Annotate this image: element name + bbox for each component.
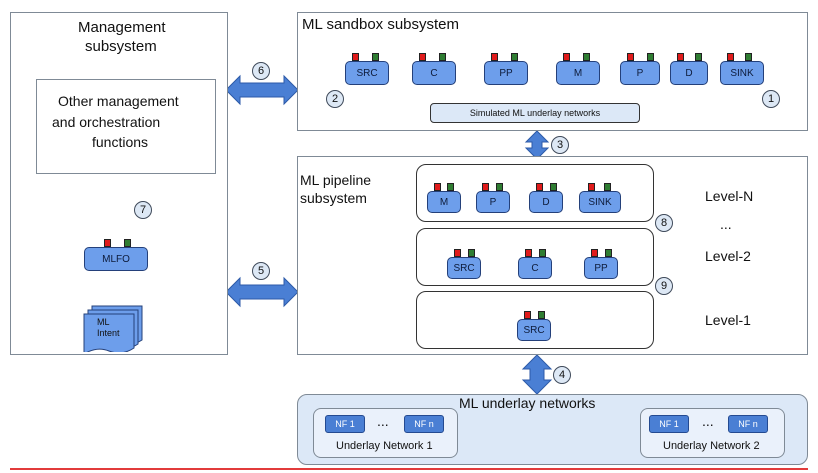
badge-8: 8 <box>655 214 673 232</box>
management-title-line2: subsystem <box>85 38 157 55</box>
level-n-d-pin-red <box>536 183 543 191</box>
badge-9: 9 <box>655 277 673 295</box>
double-arrow-6 <box>225 74 299 106</box>
management-title-line1: Management <box>78 19 166 36</box>
level-n-node-d: D <box>529 191 563 213</box>
level-1-node-src: SRC <box>517 319 551 341</box>
level-n-p-pin-green <box>496 183 503 191</box>
sandbox-d-pin-red <box>677 53 684 61</box>
other-management-line3: functions <box>92 134 149 150</box>
level-n-node-sink: SINK <box>579 191 621 213</box>
ml-intent-line1: ML <box>97 317 110 327</box>
badge-1: 1 <box>762 90 780 108</box>
mlfo-pin-red <box>104 239 111 247</box>
network1-dots: ... <box>377 413 389 429</box>
sandbox-m-pin-red <box>563 53 570 61</box>
sandbox-node-d: D <box>670 61 708 85</box>
badge-6: 6 <box>252 62 270 80</box>
double-arrow-4 <box>521 354 553 395</box>
mlfo-pin-green <box>124 239 131 247</box>
double-arrow-5 <box>225 276 299 308</box>
network1-nfn: NF n <box>404 415 444 433</box>
sandbox-node-src: SRC <box>345 61 389 85</box>
level-2-node-src: SRC <box>447 257 481 279</box>
sandbox-p-pin-red <box>627 53 634 61</box>
level-n-node-p: P <box>476 191 510 213</box>
network1-label: Underlay Network 1 <box>336 440 433 452</box>
level-1-src-pin-green <box>538 311 545 319</box>
sandbox-c-pin-green <box>439 53 446 61</box>
mlfo-node: MLFO <box>84 247 148 271</box>
badge-2: 2 <box>326 90 344 108</box>
badge-3: 3 <box>551 136 569 154</box>
sandbox-d-pin-green <box>695 53 702 61</box>
level-2-c-pin-green <box>539 249 546 257</box>
level-n-p-pin-red <box>482 183 489 191</box>
level-n-sink-pin-green <box>604 183 611 191</box>
badge-4: 4 <box>553 366 571 384</box>
level-n-m-pin-red <box>434 183 441 191</box>
pipeline-title-line2: subsystem <box>300 190 367 206</box>
ml-intent-line2: Intent <box>97 328 120 338</box>
sandbox-sink-pin-green <box>745 53 752 61</box>
sandbox-m-pin-green <box>583 53 590 61</box>
sandbox-pp-pin-red <box>491 53 498 61</box>
level-2-pp-pin-red <box>591 249 598 257</box>
sandbox-p-pin-green <box>647 53 654 61</box>
ml-intent-icon <box>83 305 143 352</box>
badge-5: 5 <box>252 262 270 280</box>
sandbox-node-p: P <box>620 61 660 85</box>
network2-nf1: NF 1 <box>649 415 689 433</box>
level-n-m-pin-green <box>447 183 454 191</box>
badge-7: 7 <box>134 201 152 219</box>
network2-dots: ... <box>702 413 714 429</box>
level-2-c-pin-red <box>525 249 532 257</box>
sandbox-sink-pin-red <box>727 53 734 61</box>
level-1-src-pin-red <box>524 311 531 319</box>
sandbox-c-pin-red <box>419 53 426 61</box>
network2-nfn: NF n <box>728 415 768 433</box>
other-management-line2: and orchestration <box>52 114 161 130</box>
sandbox-node-c: C <box>412 61 456 85</box>
level-2-src-pin-red <box>454 249 461 257</box>
level-2-pp-pin-green <box>605 249 612 257</box>
level-n-node-m: M <box>427 191 461 213</box>
double-arrow-3 <box>524 130 550 160</box>
sandbox-src-pin-red <box>352 53 359 61</box>
level-2-node-c: C <box>518 257 552 279</box>
level-1-label: Level-1 <box>705 312 751 328</box>
management-subsystem <box>10 12 228 355</box>
network1-nf1: NF 1 <box>325 415 365 433</box>
other-management-line1: Other management <box>58 93 179 109</box>
pipeline-title-line1: ML pipeline <box>300 172 372 188</box>
level-n-sink-pin-red <box>588 183 595 191</box>
network2-label: Underlay Network 2 <box>663 440 760 452</box>
level-n-label: Level-N <box>705 188 754 204</box>
sandbox-node-m: M <box>556 61 600 85</box>
level-2-node-pp: PP <box>584 257 618 279</box>
underlay-title: ML underlay networks <box>459 395 596 411</box>
level-2-src-pin-green <box>468 249 475 257</box>
simulated-underlay-box: Simulated ML underlay networks <box>430 103 640 123</box>
sandbox-pp-pin-green <box>511 53 518 61</box>
level-ellipsis: ... <box>720 216 732 232</box>
level-2-label: Level-2 <box>705 248 751 264</box>
sandbox-src-pin-green <box>372 53 379 61</box>
other-management-box <box>36 79 216 174</box>
level-n-d-pin-green <box>550 183 557 191</box>
sandbox-title: ML sandbox subsystem <box>302 16 460 33</box>
sandbox-node-pp: PP <box>484 61 528 85</box>
sandbox-node-sink: SINK <box>720 61 764 85</box>
